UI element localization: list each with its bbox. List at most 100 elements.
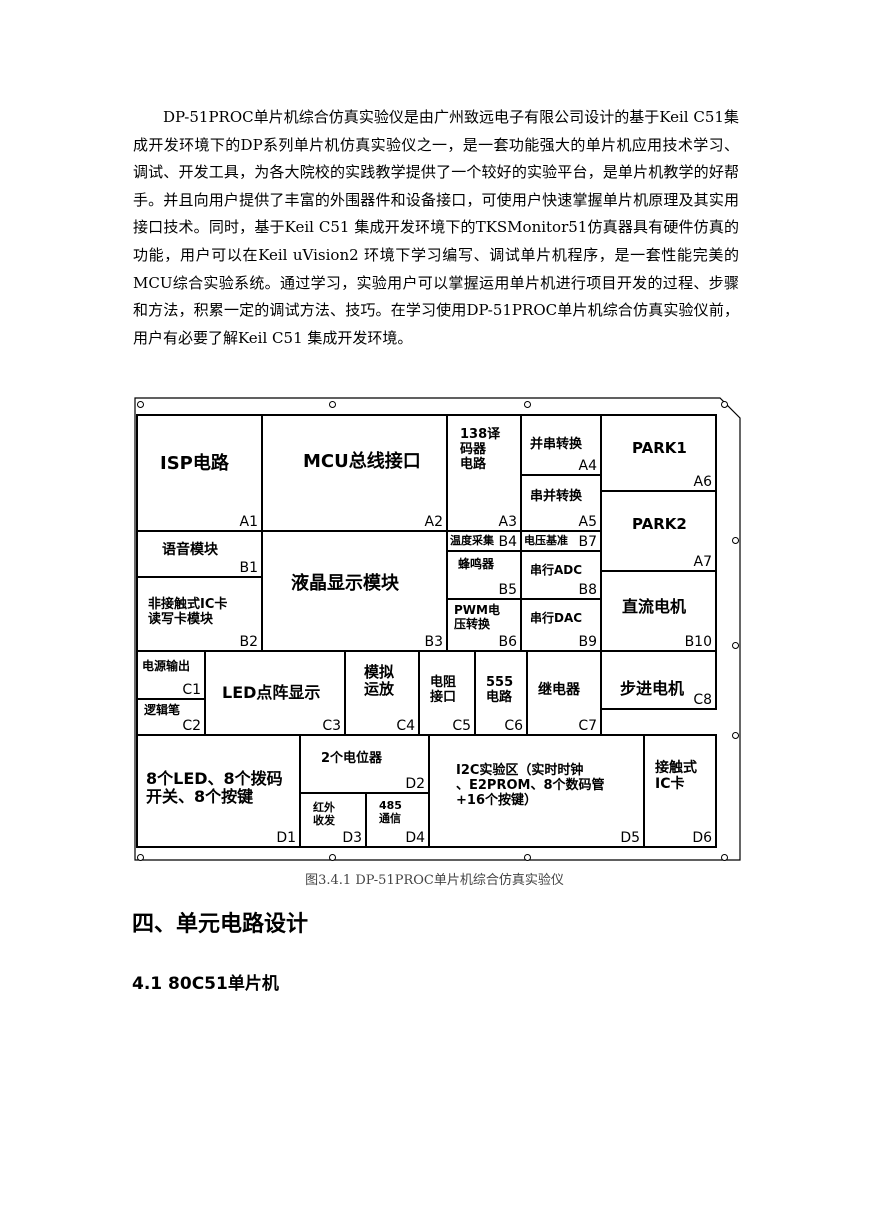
- board-block-c4: 模拟 运放 C4: [344, 650, 420, 736]
- block-code: C2: [182, 718, 201, 734]
- block-name: 接触式 IC卡: [655, 760, 697, 793]
- board-block-b4: 温度采集 B4: [446, 530, 522, 552]
- block-code: A5: [578, 514, 597, 530]
- block-code: C4: [396, 718, 415, 734]
- block-code: B5: [498, 582, 517, 598]
- block-name: 红外 收发: [313, 801, 335, 827]
- subsection-title: 4.1 80C51单片机: [132, 974, 279, 994]
- block-code: C5: [452, 718, 471, 734]
- block-code: B6: [498, 634, 517, 650]
- block-name: 2个电位器: [321, 751, 383, 766]
- mounting-hole: [329, 854, 336, 861]
- block-code: C1: [182, 682, 201, 698]
- mounting-hole: [524, 401, 531, 408]
- block-code: A6: [693, 474, 712, 490]
- block-name: 串并转换: [530, 489, 583, 504]
- board-block-b7: 电压基准 B7: [520, 530, 602, 552]
- block-code: C6: [504, 718, 523, 734]
- board-block-d2: 2个电位器 D2: [299, 734, 430, 794]
- board-block-d6: 接触式 IC卡 D6: [643, 734, 717, 848]
- section-title: 四、单元电路设计: [132, 912, 309, 937]
- block-name: 电阻 接口: [430, 675, 457, 705]
- block-code: B4: [498, 534, 517, 550]
- block-code: C7: [578, 718, 597, 734]
- block-name: 485 通信: [379, 799, 402, 825]
- board-block-a1: ISP电路 A1: [136, 414, 263, 532]
- mounting-hole: [329, 401, 336, 408]
- block-code: B1: [239, 560, 258, 576]
- block-code: C3: [322, 718, 341, 734]
- block-name: 串行ADC: [530, 563, 583, 577]
- board-block-a2: MCU总线接口 A2: [261, 414, 448, 532]
- board-block-a3: 138译 码器 电路 A3: [446, 414, 522, 532]
- block-code: B8: [578, 582, 597, 598]
- block-name: PARK2: [632, 515, 687, 533]
- block-code: A2: [424, 514, 443, 530]
- block-name: 语音模块: [162, 542, 218, 558]
- block-name: LED点阵显示: [222, 683, 321, 702]
- block-name: 继电器: [538, 682, 580, 698]
- board-block-a5: 串并转换 A5: [520, 474, 602, 532]
- intro-paragraph: DP-51PROC单片机综合仿真实验仪是由广州致远电子有限公司设计的基于Keil…: [133, 108, 739, 347]
- block-code: B3: [424, 634, 443, 650]
- figure-caption: 图3.4.1 DP-51PROC单片机综合仿真实验仪: [305, 873, 564, 888]
- board-block-d1: 8个LED、8个拨码 开关、8个按键 D1: [136, 734, 301, 848]
- block-name: 138译 码器 电路: [460, 427, 501, 472]
- block-code: A3: [498, 514, 517, 530]
- block-name: PARK1: [632, 439, 687, 457]
- block-name: 模拟 运放: [364, 663, 395, 699]
- block-name: 8个LED、8个拨码 开关、8个按键: [146, 769, 283, 807]
- block-code: A7: [693, 554, 712, 570]
- block-name: 并串转换: [530, 437, 583, 452]
- board-block-a4: 并串转换 A4: [520, 414, 602, 476]
- mounting-hole: [732, 642, 739, 649]
- block-name: 电源输出: [142, 659, 191, 673]
- block-name: MCU总线接口: [303, 451, 421, 472]
- block-code: D6: [692, 830, 712, 846]
- mounting-hole: [732, 537, 739, 544]
- block-name: 液晶显示模块: [291, 573, 399, 594]
- board-block-b1: 语音模块 B1: [136, 530, 263, 578]
- block-code: B10: [684, 634, 712, 650]
- mounting-hole: [137, 401, 144, 408]
- board-block-c7: 继电器 C7: [526, 650, 602, 736]
- board-block-b3: 液晶显示模块 B3: [261, 530, 448, 652]
- block-name: ISP电路: [160, 453, 229, 474]
- block-name: 步进电机: [620, 679, 685, 698]
- block-code: D2: [405, 776, 425, 792]
- board-block-d3: 红外 收发 D3: [299, 792, 367, 848]
- board-block-c1: 电源输出 C1: [136, 650, 206, 700]
- board-block-d5: I2C实验区（实时时钟 、E2PROM、8个数码管 +16个按键） D5: [428, 734, 645, 848]
- block-name: I2C实验区（实时时钟 、E2PROM、8个数码管 +16个按键）: [456, 763, 605, 808]
- mounting-hole: [732, 732, 739, 739]
- block-name: 逻辑笔: [144, 703, 181, 717]
- mounting-hole: [721, 401, 728, 408]
- block-name: 蜂鸣器: [458, 557, 495, 571]
- block-code: B7: [578, 534, 597, 550]
- block-name: PWM电 压转换: [454, 603, 500, 631]
- block-name: 电压基准: [524, 534, 568, 547]
- block-code: D3: [342, 830, 362, 846]
- block-name: 温度采集: [450, 534, 494, 547]
- block-code: D4: [405, 830, 425, 846]
- mounting-hole: [137, 854, 144, 861]
- block-name: 串行DAC: [530, 611, 583, 625]
- block-code: D5: [620, 830, 640, 846]
- mounting-hole: [721, 854, 728, 861]
- block-code: A4: [578, 458, 597, 474]
- block-code: A1: [239, 514, 258, 530]
- mounting-hole: [524, 854, 531, 861]
- block-code: D1: [276, 830, 296, 846]
- block-code: B2: [239, 634, 258, 650]
